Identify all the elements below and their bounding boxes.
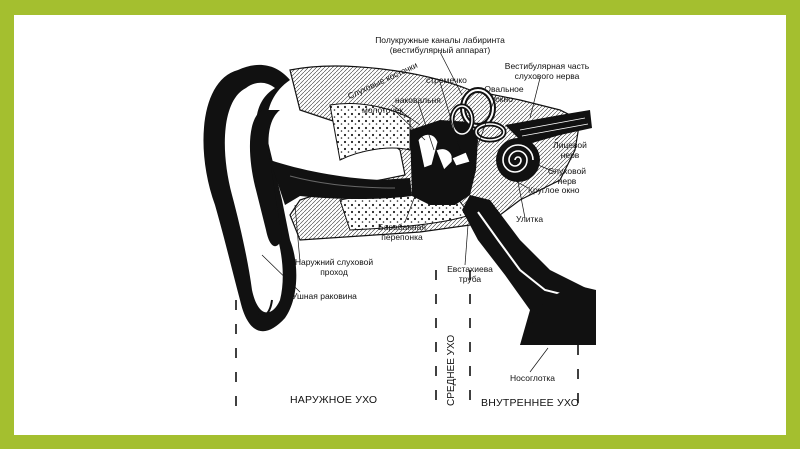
auditory-nerve-shape bbox=[505, 110, 592, 145]
label-cochlea: Улитка bbox=[516, 214, 544, 224]
label-stapes: стремечко bbox=[426, 75, 467, 85]
zone-middle-ear: СРЕДНЕЕ УХО bbox=[446, 334, 457, 406]
label-malleus: молоточек bbox=[362, 105, 404, 115]
leader-lines bbox=[261, 51, 571, 373]
semicircular-canals bbox=[449, 87, 507, 143]
cochlea-shape bbox=[496, 138, 540, 182]
zone-inner-ear: ВНУТРЕННЕЕ УХО bbox=[481, 397, 580, 409]
label-semicircular-canals: Полукружные каналы лабиринта(вестибулярн… bbox=[375, 35, 505, 55]
ear-canal bbox=[270, 160, 412, 205]
label-incus: наковальня bbox=[395, 95, 441, 105]
zone-dividers bbox=[235, 270, 579, 412]
label-nasopharynx: Носоглотка bbox=[510, 373, 555, 383]
zone-outer-ear: НАРУЖНОЕ УХО bbox=[290, 394, 378, 406]
nasopharynx-shape bbox=[520, 285, 596, 345]
label-auricle: Ушная раковина bbox=[292, 291, 357, 301]
label-round-window: Круглое окно bbox=[528, 185, 580, 195]
